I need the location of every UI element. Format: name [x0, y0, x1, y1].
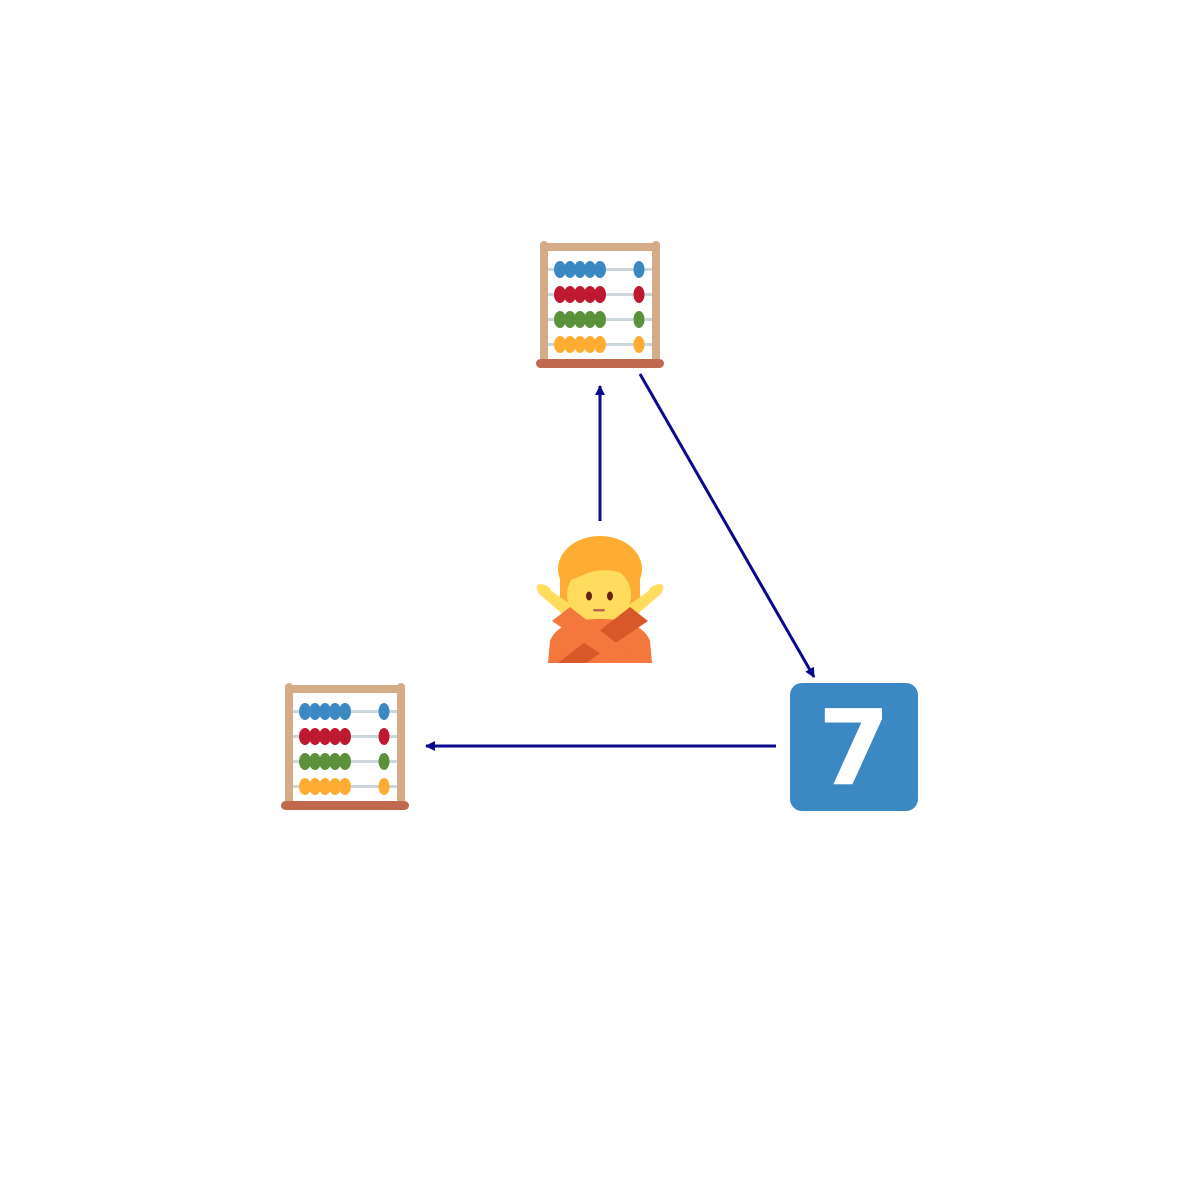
person-gesturing-no-icon — [536, 536, 664, 663]
edge-abacus-top-to-keycap-seven — [638, 373, 816, 678]
keycap-seven-label: 7 — [818, 687, 890, 809]
abacus-icon — [536, 241, 664, 368]
keycap-digit-seven-icon: 7 — [790, 683, 918, 811]
abacus-icon — [281, 683, 409, 810]
